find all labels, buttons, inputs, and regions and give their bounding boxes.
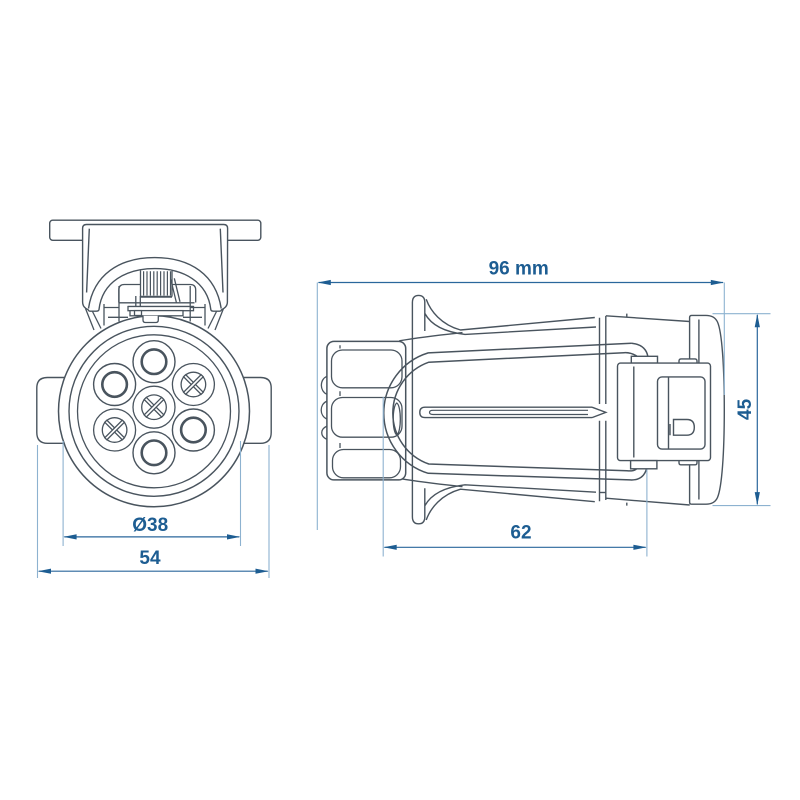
svg-text:Ø38: Ø38	[132, 515, 168, 536]
svg-text:96 mm: 96 mm	[489, 259, 549, 280]
svg-text:54: 54	[139, 548, 161, 569]
svg-text:45: 45	[735, 398, 756, 420]
svg-text:62: 62	[510, 522, 531, 543]
